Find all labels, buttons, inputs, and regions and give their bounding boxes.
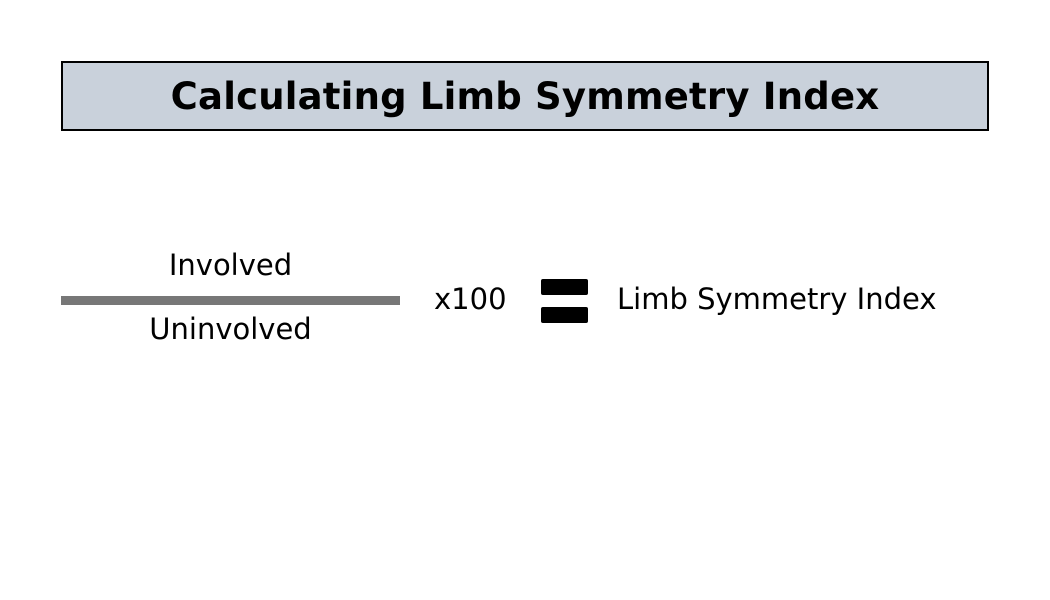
- multiplier-label: x100: [434, 282, 507, 316]
- numerator-label: Involved: [168, 248, 293, 282]
- fraction-bar: [61, 296, 400, 305]
- page-title: Calculating Limb Symmetry Index: [170, 74, 880, 118]
- equals-top-bar: [541, 279, 588, 295]
- denominator-label: Uninvolved: [149, 312, 312, 346]
- result-label: Limb Symmetry Index: [617, 282, 937, 316]
- title-banner: Calculating Limb Symmetry Index: [61, 61, 989, 131]
- equals-bottom-bar: [541, 307, 588, 323]
